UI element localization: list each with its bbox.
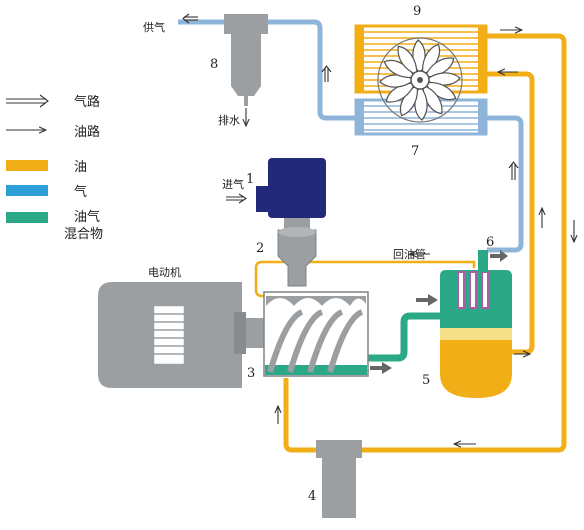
screw-compressor-3 bbox=[263, 291, 369, 377]
component-numbers: 1 2 3 4 5 6 7 8 9 bbox=[210, 4, 494, 504]
number-8: 8 bbox=[210, 57, 218, 72]
arrow-mixture-in bbox=[416, 294, 438, 306]
arrow-air-up bbox=[508, 161, 519, 180]
number-7: 7 bbox=[411, 144, 419, 159]
number-4: 4 bbox=[308, 489, 316, 504]
arrow-air-up-filter bbox=[321, 65, 332, 82]
min-pressure-valve-6 bbox=[478, 250, 488, 272]
separator-drain-pipe bbox=[244, 96, 248, 106]
intake-valve-1 bbox=[256, 158, 326, 230]
number-6: 6 bbox=[486, 235, 494, 250]
mixture-pipe bbox=[364, 312, 440, 362]
compressor-casing bbox=[263, 291, 369, 377]
legend-air-path-icon bbox=[6, 94, 49, 108]
fan-icon bbox=[377, 37, 463, 123]
separator-head bbox=[224, 14, 268, 34]
arrow-mixture-out bbox=[370, 362, 392, 374]
intake-valve-2 bbox=[277, 227, 317, 287]
air-cooler-left-tank bbox=[356, 100, 364, 134]
number-2: 2 bbox=[256, 241, 264, 256]
number-9: 9 bbox=[413, 4, 421, 19]
oil-cooler-right-tank bbox=[478, 26, 486, 92]
legend-mixture-label: 油气 bbox=[74, 209, 100, 225]
separator-bottom bbox=[231, 86, 261, 96]
valve-body bbox=[277, 229, 317, 287]
air-pipe-separator-to-cooler bbox=[486, 115, 524, 253]
air-pipes bbox=[178, 19, 524, 253]
block-arrows bbox=[370, 250, 508, 374]
intake-filter-body bbox=[268, 158, 326, 218]
number-5: 5 bbox=[422, 373, 430, 388]
return-oil-pipe bbox=[254, 260, 476, 298]
cooler-9-7 bbox=[354, 24, 488, 136]
oil-filter-body bbox=[322, 456, 356, 518]
number-3: 3 bbox=[247, 366, 255, 381]
oil-filter-4 bbox=[316, 440, 362, 518]
flow-arrows bbox=[182, 13, 574, 444]
label-supply-air: 供气 bbox=[143, 20, 165, 34]
label-intake: 进气 bbox=[222, 177, 244, 191]
compressor-oil-bottom bbox=[265, 365, 367, 375]
tank-oil-band bbox=[440, 326, 512, 340]
motor-coupling bbox=[234, 312, 246, 354]
legend-mixture-label-line2: 混合物 bbox=[64, 227, 103, 242]
label-motor: 电动机 bbox=[148, 265, 181, 279]
water-separator-8 bbox=[224, 14, 268, 106]
air-pipe-filter-to-cooler bbox=[268, 19, 360, 121]
oil-separator-tank-5 bbox=[440, 270, 512, 398]
arrow-intake bbox=[226, 193, 248, 204]
separator-body bbox=[231, 34, 261, 86]
tank-oil-section bbox=[440, 338, 512, 398]
arrow-supply-air bbox=[182, 13, 198, 24]
legend-air-swatch bbox=[6, 185, 48, 196]
flow-labels: 供气 排水 进气 回油管 电动机 bbox=[143, 20, 426, 279]
motor-nameplate bbox=[153, 305, 185, 365]
screw-rotors bbox=[267, 309, 364, 373]
label-drain: 排水 bbox=[218, 113, 240, 127]
oil-pipe-to-compressor bbox=[283, 378, 320, 453]
air-cooler-right-tank bbox=[478, 100, 486, 134]
arrow-valve-out bbox=[490, 250, 508, 262]
electric-motor bbox=[98, 282, 264, 388]
legend: 气路 油路 油 气 油气 混合物 bbox=[6, 94, 103, 242]
separator-elements bbox=[457, 271, 489, 309]
oil-pipe-cooler-out bbox=[360, 33, 567, 453]
motor-shaft bbox=[242, 318, 264, 348]
label-return-oil-pipe: 回油管 bbox=[393, 247, 426, 261]
legend-mixture-swatch bbox=[6, 212, 48, 223]
legend-air-path-label: 气路 bbox=[74, 94, 100, 110]
valve-top-cap bbox=[278, 227, 316, 237]
intake-filter-side bbox=[256, 186, 270, 212]
legend-oil-label: 油 bbox=[74, 160, 87, 175]
legend-air-label: 气 bbox=[74, 184, 87, 200]
legend-oil-swatch bbox=[6, 160, 48, 171]
intake-valve-neck bbox=[284, 218, 310, 230]
number-1: 1 bbox=[246, 172, 254, 187]
compressor-top-lobes bbox=[266, 296, 366, 306]
oil-cooler-left-tank bbox=[356, 26, 364, 92]
legend-oil-path-label: 油路 bbox=[74, 124, 100, 140]
oil-filter-head bbox=[316, 440, 362, 458]
